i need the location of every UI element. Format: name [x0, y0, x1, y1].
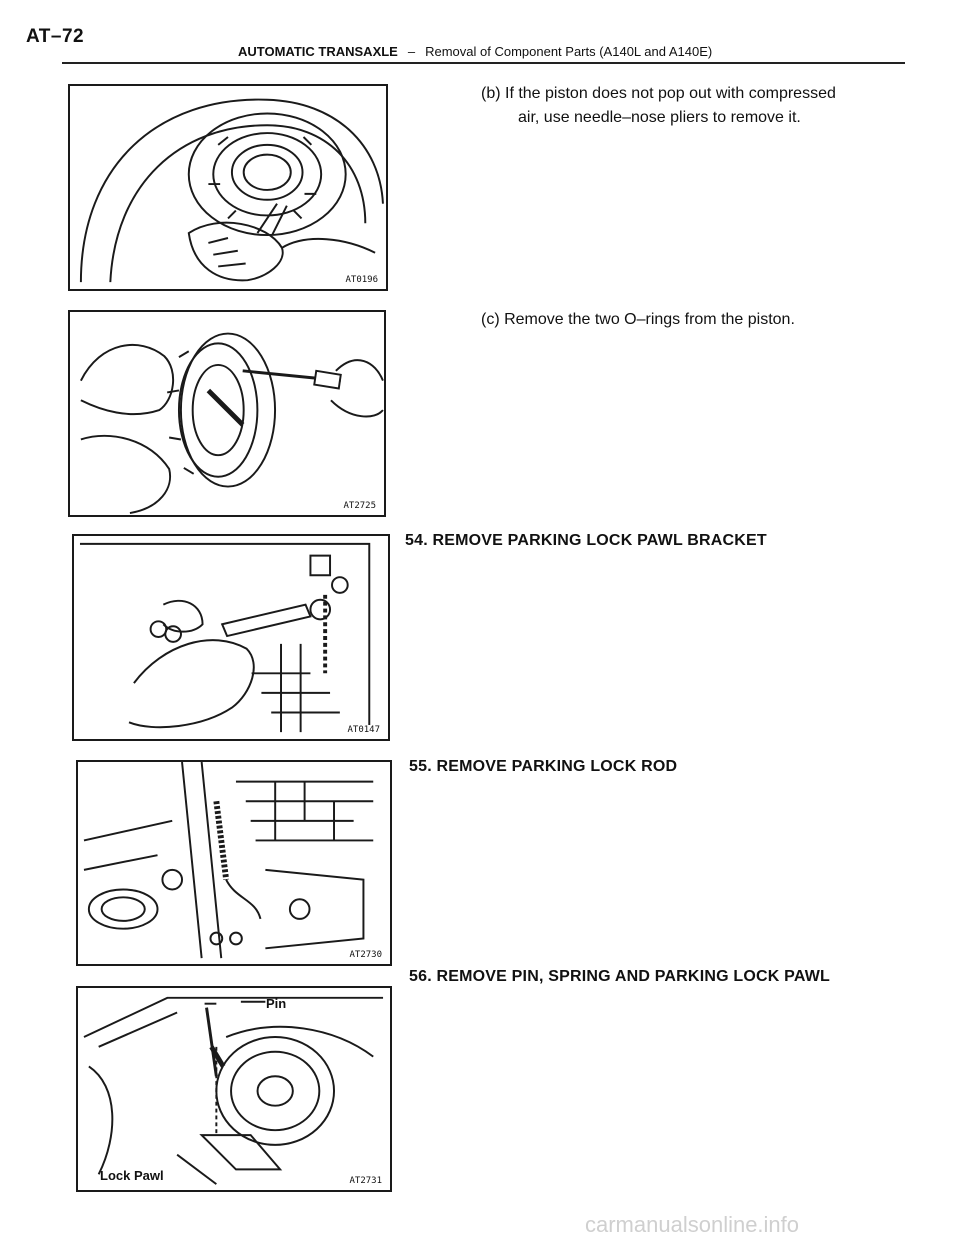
- header-section: AUTOMATIC TRANSAXLE: [238, 44, 398, 59]
- figure-code: AT0147: [345, 725, 382, 735]
- figure-oring-removal: AT2725: [68, 310, 386, 517]
- piston-pliers-illustration: [79, 98, 384, 283]
- step-c: (c) Remove the two O–rings from the pist…: [481, 311, 795, 328]
- figure-parking-lock-pawl-bracket: AT0147: [72, 534, 390, 741]
- header-separator: –: [407, 44, 416, 59]
- step-55-title: 55. REMOVE PARKING LOCK ROD: [409, 758, 678, 775]
- figure-piston-pliers: AT0196: [68, 84, 388, 291]
- figure-code: AT2730: [347, 950, 384, 960]
- watermark: carmanualsonline.info: [585, 1212, 800, 1237]
- step-56-title: 56. REMOVE PIN, SPRING AND PARKING LOCK …: [409, 968, 830, 985]
- header-rule: [62, 62, 905, 64]
- page-number: AT–72: [26, 26, 85, 47]
- figure-code: AT2731: [347, 1176, 384, 1186]
- step-54-title: 54. REMOVE PARKING LOCK PAWL BRACKET: [405, 532, 767, 549]
- header-title: AUTOMATIC TRANSAXLE–Removal of Component…: [238, 44, 712, 59]
- figure-pin-spring-pawl: Pin Lock Pawl AT2731: [76, 986, 392, 1192]
- figure-parking-lock-rod: AT2730: [76, 760, 392, 966]
- pin-spring-pawl-illustration: [83, 996, 384, 1185]
- callout-pin: Pin: [266, 996, 287, 1011]
- oring-removal-illustration: [80, 332, 384, 515]
- parking-lock-rod-illustration: [83, 762, 374, 959]
- pawl-bracket-illustration: [79, 542, 371, 733]
- step-b-line-1: (b) If the piston does not pop out with …: [481, 85, 836, 102]
- callout-lock-pawl: Lock Pawl: [100, 1168, 164, 1183]
- header-subsection: Removal of Component Parts (A140L and A1…: [425, 44, 713, 59]
- step-b-line-2: air, use needle–nose pliers to remove it…: [518, 109, 801, 126]
- figure-code: AT0196: [343, 275, 380, 285]
- figure-code: AT2725: [341, 501, 378, 511]
